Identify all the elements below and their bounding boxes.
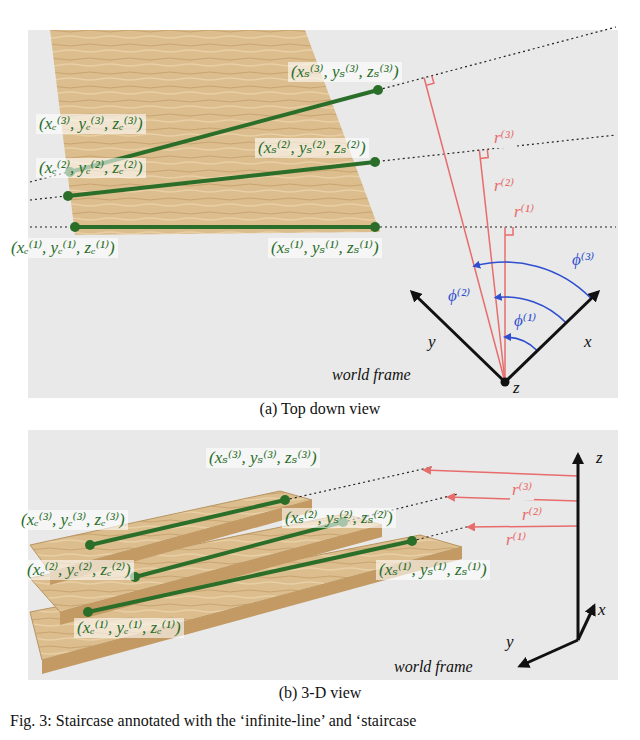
endpoint-label: (xₛ⁽²⁾, yₛ⁽²⁾, zₛ⁽²⁾) [255, 138, 369, 158]
angle-label: ϕ⁽²⁾ [446, 286, 472, 306]
endpoint-label: (xₛ⁽²⁾, yₛ⁽²⁾, zₛ⁽²⁾) [282, 508, 396, 528]
distance-label: r⁽¹⁾ [504, 530, 528, 550]
axis-label: y [428, 332, 436, 352]
endpoint-label: (xₛ⁽³⁾, yₛ⁽³⁾, zₛ⁽³⁾) [288, 62, 402, 82]
endpoint-label: (xₑ⁽¹⁾, yₑ⁽¹⁾, zₑ⁽¹⁾) [74, 618, 184, 638]
distance-label: r⁽³⁾ [492, 128, 516, 148]
panel-caption: (b) 3-D view [0, 684, 640, 702]
axis-label: y [506, 632, 514, 652]
endpoint-label: (xₑ⁽¹⁾, yₑ⁽¹⁾, zₑ⁽¹⁾) [8, 238, 118, 258]
frame-label: world frame [392, 658, 475, 676]
endpoint-label: (xₑ⁽³⁾, yₑ⁽³⁾, zₑ⁽³⁾) [36, 114, 146, 134]
distance-label: r⁽¹⁾ [512, 202, 536, 222]
endpoint-label: (xₑ⁽²⁾, yₑ⁽²⁾, zₑ⁽²⁾) [24, 560, 134, 580]
axis-label: x [584, 332, 592, 352]
axis-label: z [513, 378, 520, 398]
angle-label: ϕ⁽³⁾ [570, 250, 596, 270]
endpoint-label: (xₛ⁽¹⁾, yₛ⁽¹⁾, zₛ⁽¹⁾) [376, 560, 490, 580]
endpoint-label: (xₛ⁽¹⁾, yₛ⁽¹⁾, zₛ⁽¹⁾) [268, 238, 382, 258]
figure-caption: Fig. 3: Staircase annotated with the ‘in… [10, 712, 416, 730]
endpoint-label: (xₑ⁽²⁾, yₑ⁽²⁾, zₑ⁽²⁾) [36, 158, 146, 178]
axis-label: x [598, 600, 606, 620]
angle-label: ϕ⁽¹⁾ [512, 311, 538, 331]
distance-label: r⁽²⁾ [492, 176, 516, 196]
distance-label: r⁽³⁾ [510, 480, 534, 500]
frame-label: world frame [330, 366, 413, 384]
axis-label: z [596, 448, 603, 468]
distance-label: r⁽²⁾ [520, 505, 544, 525]
endpoint-label: (xₑ⁽³⁾, yₑ⁽³⁾, zₑ⁽³⁾) [18, 510, 128, 530]
panel-caption: (a) Top down view [0, 400, 640, 418]
endpoint-label: (xₛ⁽³⁾, yₛ⁽³⁾, zₛ⁽³⁾) [206, 448, 320, 468]
